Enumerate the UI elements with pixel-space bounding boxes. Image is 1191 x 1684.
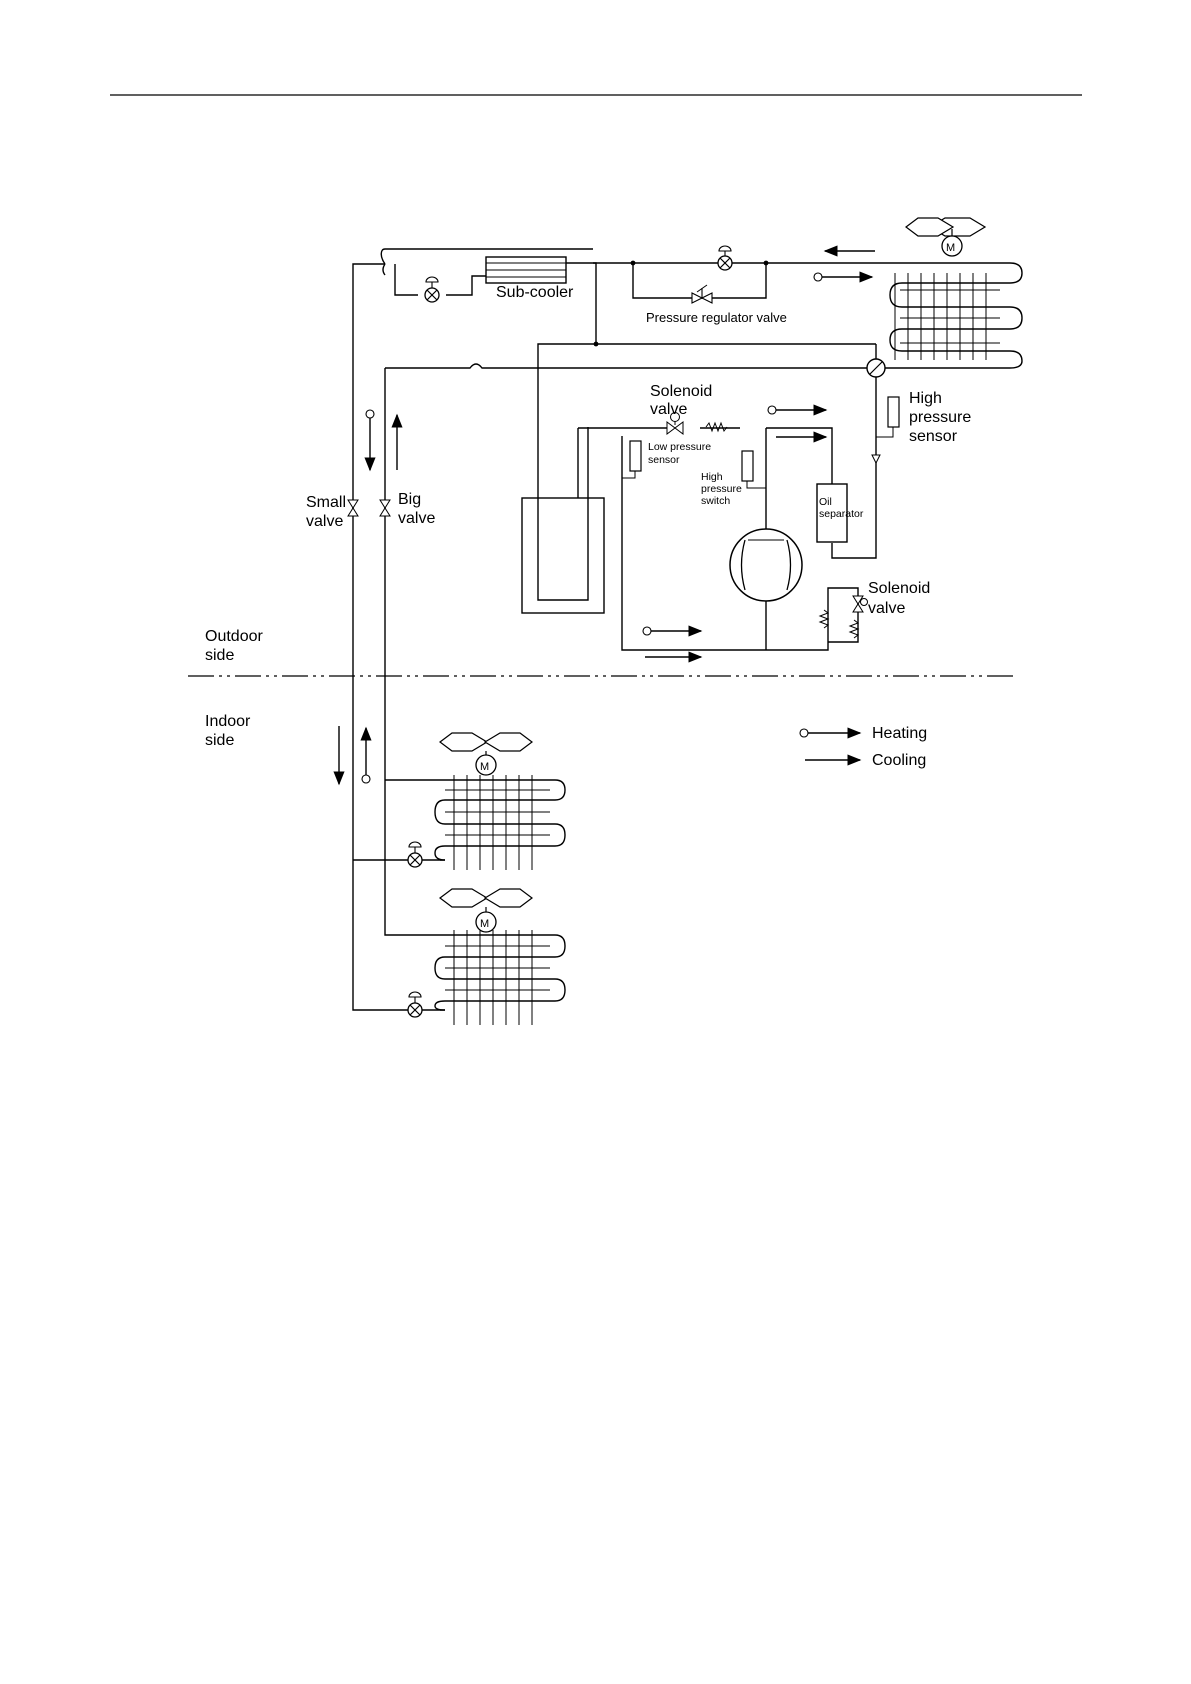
indoor-side-label-2: side	[205, 732, 234, 749]
oil-return-line	[820, 588, 868, 642]
pressure-regulator-valve	[633, 263, 766, 303]
solenoid-valve-bottom-label-1: Solenoid	[868, 580, 930, 597]
small-valve-label-2: valve	[306, 513, 343, 530]
low-pressure-sensor	[622, 441, 641, 478]
high-pressure-switch-label-1: High	[701, 471, 723, 483]
accumulator	[522, 427, 604, 613]
indoor-unit-1	[408, 733, 565, 870]
high-pressure-sensor-label-2: pressure	[909, 409, 971, 426]
legend	[800, 729, 860, 760]
outdoor-side-label-1: Outdoor	[205, 628, 263, 645]
legend-heating-label: Heating	[872, 725, 927, 742]
outdoor-side-label-2: side	[205, 647, 234, 664]
high-pressure-switch-label-3: switch	[701, 495, 730, 507]
solenoid-valve-top-label-1: Solenoid	[650, 383, 712, 400]
high-pressure-switch-label-2: pressure	[701, 483, 742, 495]
pressure-regulator-valve-label: Pressure regulator valve	[646, 310, 787, 325]
low-pressure-sensor-label-2: sensor	[648, 454, 680, 466]
big-valve	[380, 500, 390, 516]
indoor-side-label-1: Indoor	[205, 713, 251, 730]
legend-heating-symbol	[800, 729, 808, 737]
legend-cooling-label: Cooling	[872, 752, 926, 769]
oil-separator-label-2: separator	[819, 508, 864, 520]
sub-cooler	[486, 257, 566, 283]
solenoid-valve-bottom-label-2: valve	[868, 600, 905, 617]
outdoor-coil	[884, 263, 1022, 368]
small-valve-label-1: Small	[306, 494, 346, 511]
high-pressure-switch	[742, 451, 766, 488]
high-pressure-sensor-label-1: High	[909, 390, 942, 407]
indoor-unit-2	[408, 889, 565, 1025]
compressor	[730, 529, 802, 601]
big-valve-label-1: Big	[398, 491, 421, 508]
solenoid-valve-top-label-2: valve	[650, 401, 687, 418]
subcooler-bypass	[395, 264, 486, 302]
indoor-motor-1-label: M	[480, 761, 489, 773]
outdoor-motor-label: M	[946, 242, 955, 254]
indoor-motor-2-label: M	[480, 918, 489, 930]
small-valve	[348, 500, 358, 516]
high-pressure-sensor-label-3: sensor	[909, 428, 958, 445]
oil-separator-label-1: Oil	[819, 496, 832, 508]
low-pressure-sensor-label-1: Low pressure	[648, 441, 711, 453]
sub-cooler-label: Sub-cooler	[496, 284, 574, 301]
big-valve-label-2: valve	[398, 510, 435, 527]
